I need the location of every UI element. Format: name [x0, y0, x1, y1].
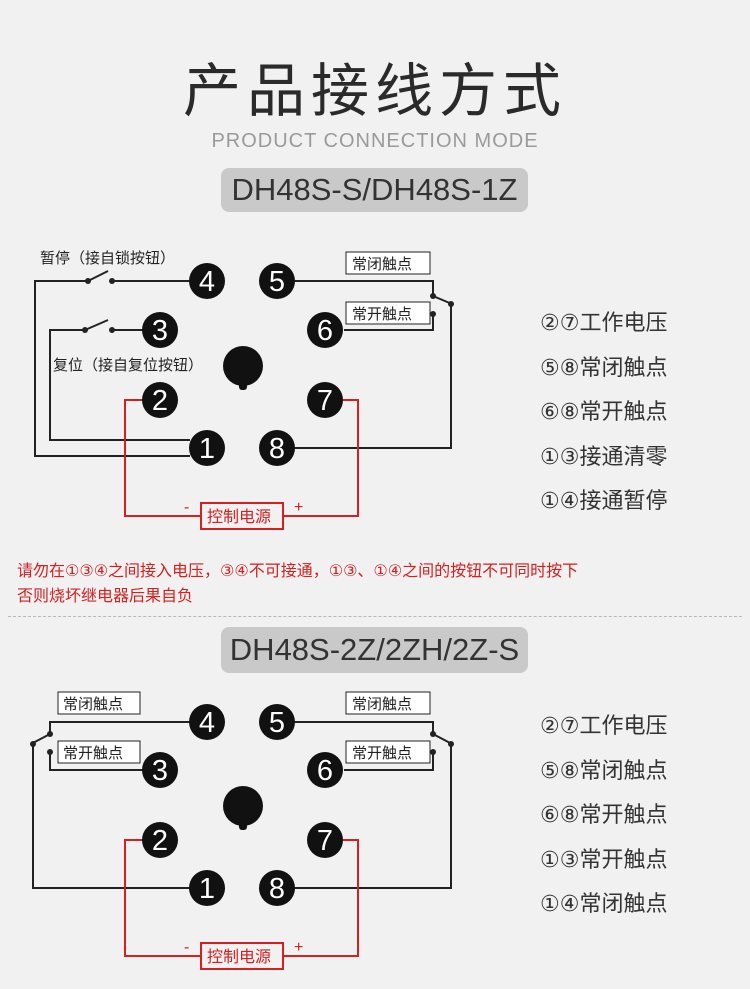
no-contact-box-left [57, 740, 141, 764]
svg-text:5: 5 [269, 266, 285, 298]
svg-text:5: 5 [269, 707, 285, 739]
svg-text:6: 6 [317, 755, 333, 787]
legend-item: ①③常开触点 [540, 847, 668, 873]
switch-dot [109, 327, 115, 333]
legend-item: ①③接通清零 [540, 444, 668, 470]
nc-contact-box-left [57, 691, 141, 715]
section-divider [8, 616, 742, 617]
pin-2: 2 [142, 822, 178, 858]
svg-text:4: 4 [199, 266, 215, 298]
svg-text:4: 4 [199, 707, 215, 739]
pin-5: 5 [259, 704, 295, 740]
switch-dot [430, 293, 436, 299]
wires-1 [34, 270, 453, 457]
nc-contact-label-right: 常闭触点 [352, 695, 412, 713]
pin-1: 1 [189, 870, 225, 906]
svg-text:2: 2 [152, 385, 168, 417]
legend-item: ①④接通暂停 [540, 489, 668, 514]
legend-1: ②⑦工作电压 ⑤⑧常闭触点 ⑥⑧常开触点 ①③接通清零 ①④接通暂停 [540, 302, 667, 525]
no-contact-label-left: 常开触点 [63, 744, 123, 762]
legend-item: ②⑦工作电压 [540, 311, 668, 336]
pin-4: 4 [189, 704, 225, 740]
pin-6: 6 [307, 312, 343, 348]
svg-text:2: 2 [152, 825, 168, 857]
diagram-1: 暂停（接自锁按钮） 复位（接自复位按钮） 常闭触点 常开触点 控制电源 - + … [34, 249, 454, 530]
power-wires-2 [124, 839, 359, 970]
legend-item: ⑤⑧常闭触点 [540, 758, 668, 784]
switch-dot [85, 278, 91, 284]
pin-8: 8 [259, 430, 295, 466]
switch-dot [82, 327, 88, 333]
model-badge-1: DH48S-S/DH48S-1Z [221, 168, 528, 212]
legend-item: ①④常闭触点 [540, 892, 668, 917]
pin-7: 7 [307, 822, 343, 858]
pause-label: 暂停（接自锁按钮） [40, 249, 175, 267]
no-contact-box [345, 301, 431, 325]
nc-contact-box [345, 251, 431, 275]
nc-contact-box-right [345, 691, 431, 715]
svg-text:3: 3 [152, 315, 168, 347]
no-contact-label-right: 常开触点 [352, 744, 412, 762]
legend-item: ⑥⑧常开触点 [540, 803, 668, 828]
pin-4: 4 [189, 263, 225, 299]
power-plus: + [294, 499, 303, 516]
warning-text: 请勿在①③④之间接入电压，③④不可接通，①③、①④之间的按钮不可同时按下 否则烧… [17, 558, 737, 608]
socket-key-icon [223, 346, 263, 386]
no-contact-label: 常开触点 [352, 305, 412, 323]
svg-text:1: 1 [199, 433, 215, 465]
svg-text:3: 3 [152, 755, 168, 787]
pin-5: 5 [259, 263, 295, 299]
warning-line-1: 请勿在①③④之间接入电压，③④不可接通，①③、①④之间的按钮不可同时按下 [17, 561, 579, 580]
page-subtitle: PRODUCT CONNECTION MODE [211, 130, 539, 152]
svg-text:7: 7 [317, 825, 333, 857]
switch-dot [448, 301, 454, 307]
legend-2: ②⑦工作电压 ⑤⑧常闭触点 ⑥⑧常开触点 ①③常开触点 ①④常闭触点 [540, 705, 667, 928]
legend-item: ⑥⑧常开触点 [540, 400, 668, 425]
pin-6: 6 [307, 752, 343, 788]
svg-text:6: 6 [317, 315, 333, 347]
power-label-2: 控制电源 [207, 947, 271, 966]
pin-2: 2 [142, 382, 178, 418]
svg-text:7: 7 [317, 385, 333, 417]
legend-item: ⑤⑧常闭触点 [540, 355, 668, 381]
svg-text:8: 8 [269, 873, 285, 905]
reset-label: 复位（接自复位按钮） [53, 356, 203, 374]
power-minus-2: - [184, 939, 189, 956]
switch-dot [430, 311, 436, 317]
socket-key-icon [223, 786, 263, 826]
svg-text:8: 8 [269, 433, 285, 465]
diagram-2: 常闭触点 常开触点 常闭触点 常开触点 控制电源 - + 4 5 3 6 2 7… [30, 691, 454, 970]
wires-2 [30, 721, 453, 889]
power-label: 控制电源 [207, 507, 271, 526]
legend-item: ②⑦工作电压 [540, 714, 668, 739]
nc-contact-label: 常闭触点 [352, 255, 412, 273]
svg-text:1: 1 [199, 873, 215, 905]
pin-1: 1 [189, 430, 225, 466]
power-wires-1 [124, 399, 359, 530]
warning-line-2: 否则烧坏继电器后果自负 [17, 586, 194, 605]
switch-dot [109, 278, 115, 284]
pin-3: 3 [142, 752, 178, 788]
model-badge-2: DH48S-2Z/2ZH/2Z-S [221, 627, 528, 673]
nc-contact-label-left: 常闭触点 [63, 695, 123, 713]
no-contact-box-right [345, 740, 431, 764]
page-title: 产品接线方式 [182, 57, 567, 125]
pin-7: 7 [307, 382, 343, 418]
power-minus: - [184, 499, 189, 516]
power-plus-2: + [294, 939, 303, 956]
pin-8: 8 [259, 870, 295, 906]
pin-3: 3 [142, 312, 178, 348]
